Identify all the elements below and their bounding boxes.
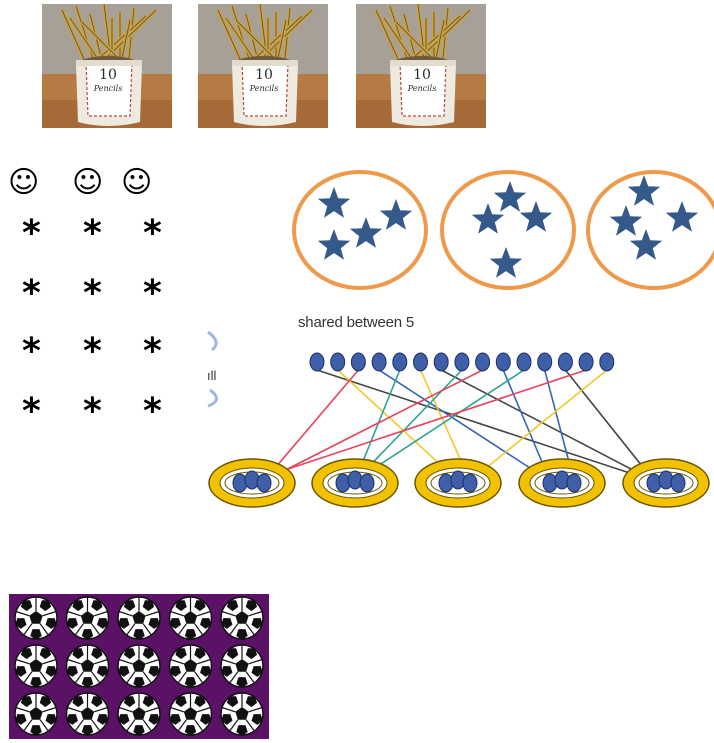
asterisk: * <box>22 213 41 254</box>
bowl-counter <box>256 473 272 493</box>
group-ellipse-1 <box>292 170 428 290</box>
share-line <box>251 369 587 482</box>
football-icon <box>168 596 213 640</box>
counter <box>350 352 366 372</box>
smiley-face-1: ☺ <box>8 165 40 200</box>
football-icon <box>117 644 161 688</box>
asterisk: * <box>22 273 41 314</box>
bowl-counter <box>462 473 478 493</box>
share-line <box>354 369 525 482</box>
star-icon <box>519 201 553 232</box>
star-icon <box>627 175 661 206</box>
share-line <box>564 369 655 482</box>
pencil-pot-photo-2: 10 Pencils <box>198 4 328 128</box>
pot-label: 10 Pencils <box>244 68 284 93</box>
football-icon <box>168 692 213 736</box>
star-icon <box>609 205 643 236</box>
share-line <box>378 369 551 482</box>
counter <box>371 352 387 372</box>
pot-number: 10 <box>413 67 431 83</box>
pot-number: 10 <box>99 67 117 83</box>
asterisk: * <box>83 391 102 432</box>
star-groups-diagram <box>292 170 714 290</box>
counter <box>413 352 428 372</box>
pot-word: Pencils <box>407 84 437 93</box>
group-ellipse-3 <box>586 170 714 290</box>
football-array-panel <box>9 594 269 739</box>
football-icon <box>220 692 264 736</box>
counter <box>516 352 532 372</box>
asterisk: * <box>83 213 102 254</box>
pencil-pot-photo-1: 10 Pencils <box>42 4 172 128</box>
asterisk: * <box>143 331 162 372</box>
bowl-counter <box>566 473 582 493</box>
counter <box>557 352 573 372</box>
share-line <box>316 369 655 482</box>
share-line <box>469 369 608 482</box>
counter <box>537 352 553 372</box>
football-icon <box>220 644 264 688</box>
smiley-face-2: ☺ <box>72 165 104 200</box>
counter <box>599 352 615 372</box>
pot-number: 10 <box>255 67 273 83</box>
star-icon <box>489 247 523 278</box>
football-array <box>14 596 264 736</box>
asterisk: * <box>83 273 102 314</box>
star-icon <box>379 199 413 230</box>
counter <box>454 352 470 372</box>
star-icon <box>493 181 527 212</box>
football-icon <box>65 692 110 736</box>
pot-label: 10 Pencils <box>88 68 128 93</box>
counter <box>475 352 491 372</box>
star-icon <box>665 201 699 232</box>
star-icon <box>317 229 351 260</box>
pencil-pot-photo-3: 10 Pencils <box>356 4 486 128</box>
share-line <box>263 369 360 482</box>
football-icon <box>14 644 58 688</box>
football-icon <box>117 596 161 640</box>
asterisk: * <box>143 391 162 432</box>
counter <box>330 352 346 372</box>
shared-between-caption: shared between 5 <box>298 314 415 331</box>
football-icon <box>14 692 58 736</box>
share-line <box>263 369 483 482</box>
asterisk: * <box>83 331 102 372</box>
football-icon <box>117 692 161 736</box>
counter <box>495 352 511 372</box>
pot-label: 10 Pencils <box>402 68 442 93</box>
counter <box>433 352 449 372</box>
star-icon <box>349 217 383 248</box>
counter <box>578 352 594 372</box>
football-icon <box>65 644 110 688</box>
football-icon <box>220 596 264 640</box>
pot-word: Pencils <box>93 84 123 93</box>
asterisk: * <box>143 273 162 314</box>
bowl-counter <box>359 473 375 493</box>
pot-word: Pencils <box>249 84 279 93</box>
asterisk: * <box>22 331 41 372</box>
star-icon <box>629 229 663 260</box>
sharing-diagram <box>207 330 710 508</box>
cropped-shape-fragment <box>207 330 218 408</box>
star-icon <box>317 187 351 218</box>
group-ellipse-2 <box>440 170 576 290</box>
counter <box>392 352 408 372</box>
football-icon <box>168 644 213 688</box>
share-line <box>440 369 655 482</box>
bowl-counter <box>670 473 686 493</box>
star-icon <box>471 203 505 234</box>
football-icon <box>65 596 110 640</box>
smiley-face-3: ☺ <box>121 165 153 200</box>
cropped-text-fragment: ıll <box>207 368 217 383</box>
counter <box>309 352 325 372</box>
football-icon <box>14 596 58 640</box>
asterisk: * <box>22 391 41 432</box>
asterisk: * <box>143 213 162 254</box>
